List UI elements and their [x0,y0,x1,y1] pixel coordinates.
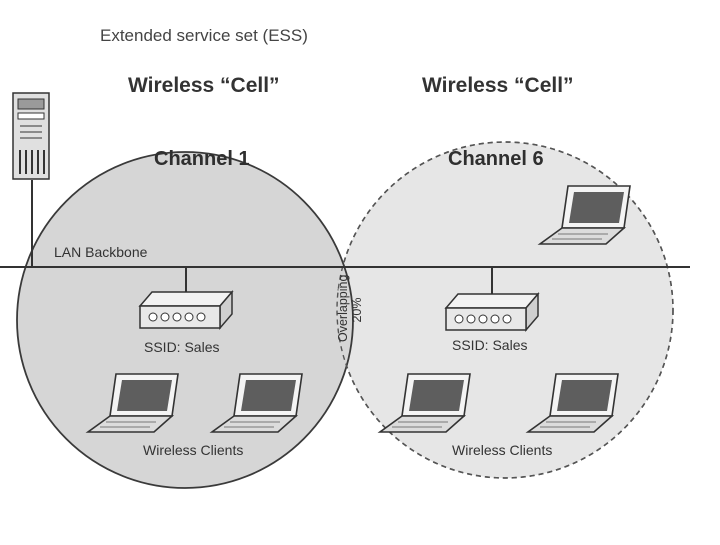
laptop-icon [209,373,303,433]
overlap-annotation: Overlapping 20% [336,274,364,342]
access-point-icon [138,289,234,331]
laptop-icon [537,185,631,245]
cell-heading-right: Wireless “Cell” [422,74,574,97]
ssid-label-right: SSID: Sales [452,337,528,353]
laptop-icon [525,373,619,433]
overlap-label: Overlapping [336,274,350,342]
wireless-clients-label-right: Wireless Clients [452,442,553,458]
channel-label-left: Channel 1 [154,148,250,170]
laptop-icon [85,373,179,433]
overlap-value: 20% [350,297,364,323]
access-point-icon [444,291,540,333]
cell-heading-left: Wireless “Cell” [128,74,280,97]
diagram-title: Extended service set (ESS) [100,26,308,45]
server-icon [12,92,50,180]
overlap-outline [336,141,674,479]
laptop-icon [377,373,471,433]
channel-label-right: Channel 6 [448,148,544,170]
lan-backbone-label: LAN Backbone [54,244,148,260]
ssid-label-left: SSID: Sales [144,339,220,355]
wireless-clients-label-left: Wireless Clients [143,442,244,458]
